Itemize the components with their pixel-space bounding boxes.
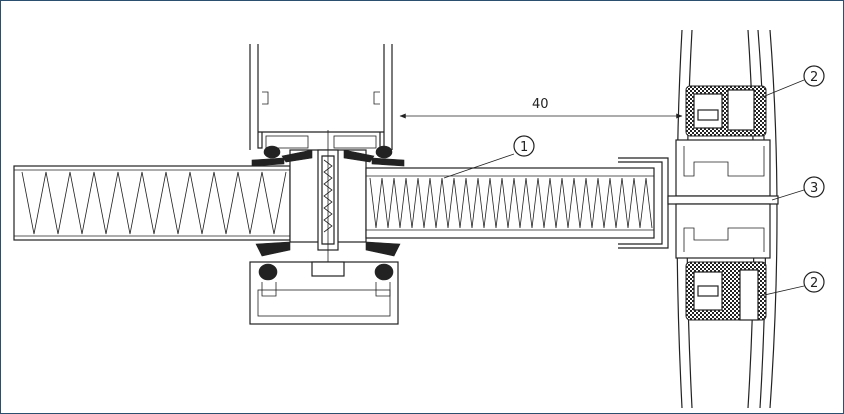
callout-3-label: 3 — [810, 181, 818, 196]
callout-2-upper-label: 2 — [810, 70, 818, 85]
dimension-label: 40 — [532, 97, 549, 112]
lower-gaskets — [255, 241, 401, 297]
callout-2-upper: 2 — [759, 65, 825, 99]
callout-2-lower-label: 2 — [810, 276, 818, 291]
callout-1: 1 — [443, 135, 535, 179]
callout-3: 3 — [771, 176, 825, 201]
mullion-profile — [249, 44, 405, 325]
callout-2-lower: 2 — [759, 271, 825, 297]
callout-1-label: 1 — [520, 140, 528, 155]
dimension-40: 40 — [399, 97, 683, 119]
left-insulated-panel — [13, 165, 291, 241]
curved-wall — [667, 29, 779, 409]
upper-gaskets — [251, 145, 405, 167]
right-insulated-panel — [365, 157, 669, 249]
